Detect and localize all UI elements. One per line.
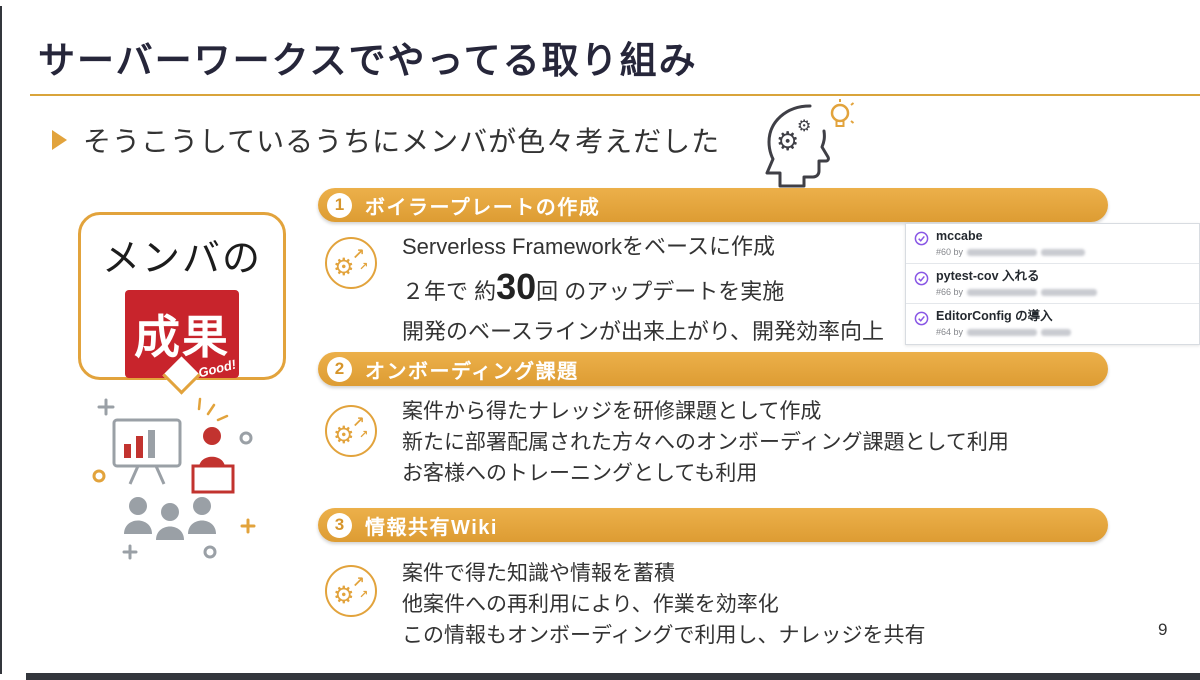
svg-text:↗: ↗ <box>352 246 365 263</box>
issue-closed-icon <box>914 311 929 326</box>
stamp-text: 成果 <box>134 311 230 363</box>
intro-bullet-text: そうこうしているうちにメンバが色々考えだした <box>83 126 721 157</box>
section2-line3: お客様へのトレーニングとしても利用 <box>402 462 758 485</box>
issue-row-main: EditorConfig の導入 #64 by <box>936 309 1072 337</box>
bubble-text: メンバの <box>101 238 262 280</box>
issue-meta: #66 by <box>936 287 1098 297</box>
issue-row-main: mccabe #60 by <box>936 229 1086 257</box>
section1-heading: ボイラープレートの作成 <box>365 196 601 219</box>
section1-body: Serverless Frameworkをベースに作成 ２年で 約30回 のアッ… <box>402 230 884 349</box>
svg-text:↗: ↗ <box>359 429 368 441</box>
section3-body: 案件で得た知識や情報を蓄積 他案件への再利用により、作業を効率化 この情報もオン… <box>402 558 926 651</box>
seika-stamp: 成果 Good! <box>125 290 239 380</box>
issue-closed-icon <box>914 231 929 246</box>
intro-bullet-row: そうこうしているうちにメンバが色々考えだした <box>52 120 720 160</box>
speech-bubble: メンバの 成果 Good! <box>78 212 286 380</box>
issue-meta: #60 by <box>936 247 1086 257</box>
section3-line2: 他案件への再利用により、作業を効率化 <box>402 593 779 616</box>
section1-line1: Serverless Frameworkをベースに作成 <box>402 234 775 259</box>
svg-text:⚙: ⚙ <box>333 422 355 449</box>
section2-body: 案件から得たナレッジを研修課題として作成 新たに部署配属された方々へのオンボーデ… <box>402 396 1009 489</box>
github-issues-panel: mccabe #60 by pytest-cov 入れる #66 by Edit… <box>905 223 1200 345</box>
thinking-head-gears-icon: ⚙ ⚙ <box>752 98 856 193</box>
svg-text:⚙: ⚙ <box>333 254 355 281</box>
svg-text:↗: ↗ <box>359 261 368 273</box>
svg-text:↗: ↗ <box>359 589 368 601</box>
svg-text:⚙: ⚙ <box>776 126 799 156</box>
section1-line2: ２年で 約30回 のアップデートを実施 <box>402 264 884 315</box>
issue-meta-prefix: #64 by <box>936 327 964 337</box>
redacted-text <box>1041 248 1086 256</box>
page-number: 9 <box>1158 620 1168 639</box>
screen-edge-bottom <box>26 673 1200 680</box>
gear-arrows-icon: ⚙ ↗ ↗ <box>324 404 378 458</box>
section2-line1: 案件から得たナレッジを研修課題として作成 <box>402 400 822 423</box>
line2-count: 30 <box>496 266 537 307</box>
section3-number-badge: 3 <box>327 512 352 538</box>
redacted-text <box>967 288 1038 296</box>
section2-number-badge: 2 <box>327 356 352 382</box>
section3-line1: 案件で得た知識や情報を蓄積 <box>402 562 675 585</box>
gear-arrows-icon: ⚙ ↗ ↗ <box>324 236 378 290</box>
github-issue-row: pytest-cov 入れる #66 by <box>906 264 1199 304</box>
section3-banner: 3 情報共有Wiki <box>318 508 1108 542</box>
section1-banner: 1 ボイラープレートの作成 <box>318 188 1108 222</box>
gear-arrows-icon: ⚙ ↗ ↗ <box>324 564 378 618</box>
bullet-triangle-icon <box>52 130 67 150</box>
redacted-text <box>967 328 1038 336</box>
svg-text:↗: ↗ <box>352 414 365 431</box>
section3-line3: この情報もオンボーディングで利用し、ナレッジを共有 <box>402 624 926 647</box>
github-issue-row: EditorConfig の導入 #64 by <box>906 304 1199 344</box>
issue-row-main: pytest-cov 入れる #66 by <box>936 269 1098 297</box>
github-issue-row: mccabe #60 by <box>906 224 1199 264</box>
section2-banner: 2 オンボーディング課題 <box>318 352 1108 386</box>
svg-text:↗: ↗ <box>352 574 365 591</box>
issue-title: mccabe <box>936 229 983 243</box>
screen-edge-left <box>0 6 2 674</box>
svg-text:⚙: ⚙ <box>333 582 355 609</box>
redacted-text <box>1041 328 1072 336</box>
title-divider <box>30 94 1200 96</box>
section2-heading: オンボーディング課題 <box>365 360 579 383</box>
redacted-text <box>1041 288 1098 296</box>
line2-suffix: 回 のアップデートを実施 <box>536 279 785 304</box>
issue-meta-prefix: #66 by <box>936 287 964 297</box>
section1-line3: 開発のベースラインが出来上がり、開発効率向上 <box>402 319 885 344</box>
redacted-text <box>967 248 1038 256</box>
issue-title: pytest-cov 入れる <box>936 269 1040 283</box>
line2-prefix: ２年で 約 <box>402 279 497 304</box>
svg-text:⚙: ⚙ <box>797 118 811 135</box>
slide-title: サーバーワークスでやってる取り組み <box>38 40 698 81</box>
issue-meta: #64 by <box>936 327 1072 337</box>
issue-closed-icon <box>914 271 929 286</box>
presentation-illustration <box>86 392 286 575</box>
section3-heading: 情報共有Wiki <box>365 516 498 539</box>
issue-meta-prefix: #60 by <box>936 247 964 257</box>
issue-title: EditorConfig の導入 <box>936 309 1053 323</box>
section1-number-badge: 1 <box>327 192 352 218</box>
section2-line2: 新たに部署配属された方々へのオンボーディング課題として利用 <box>402 431 1009 454</box>
